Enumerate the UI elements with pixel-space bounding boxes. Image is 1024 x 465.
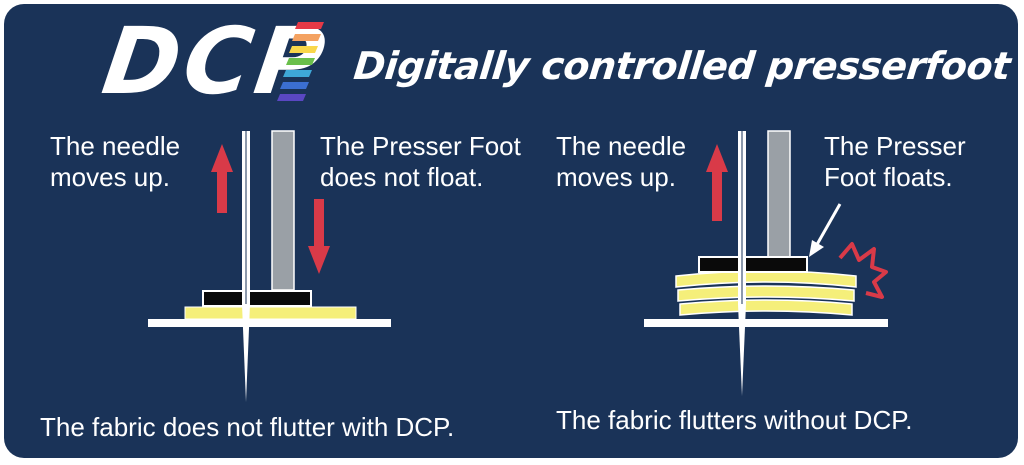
left-arrow-up [211, 144, 233, 213]
left-caption: The fabric does not flutter with DCP. [40, 412, 455, 442]
right-needle-label: The needle moves up. [556, 131, 687, 193]
left-base-plate [148, 319, 391, 327]
diagram-left [148, 130, 391, 402]
right-fabric-layers [675, 270, 857, 316]
flutter-burst-icon [838, 242, 888, 299]
left-arrow-down [308, 199, 330, 274]
right-foot-label: The Presser Foot floats. [824, 131, 966, 193]
right-caption: The fabric flutters without DCP. [556, 405, 913, 435]
diagram-right [644, 130, 888, 396]
right-base-plate [644, 319, 888, 327]
logo-stripe [295, 22, 324, 29]
logo-stripes [277, 22, 324, 101]
left-presser-foot [202, 290, 312, 307]
left-needle-label: The needle moves up. [50, 131, 181, 193]
right-presser-bar [767, 130, 791, 258]
left-foot-label: The Presser Foot does not float. [320, 131, 521, 193]
logo-stripe [277, 94, 306, 101]
right-pointer-arrow [809, 203, 842, 257]
logo-stripe [286, 58, 315, 65]
logo-stripe [292, 34, 321, 41]
logo-stripe [289, 46, 318, 53]
logo-stripe [280, 82, 309, 89]
right-arrow-up [706, 144, 728, 221]
dcp-panel: DCP Digitally controlled presserfoot [4, 4, 1018, 458]
right-presser-foot [698, 256, 808, 273]
logo-stripe [283, 70, 312, 77]
